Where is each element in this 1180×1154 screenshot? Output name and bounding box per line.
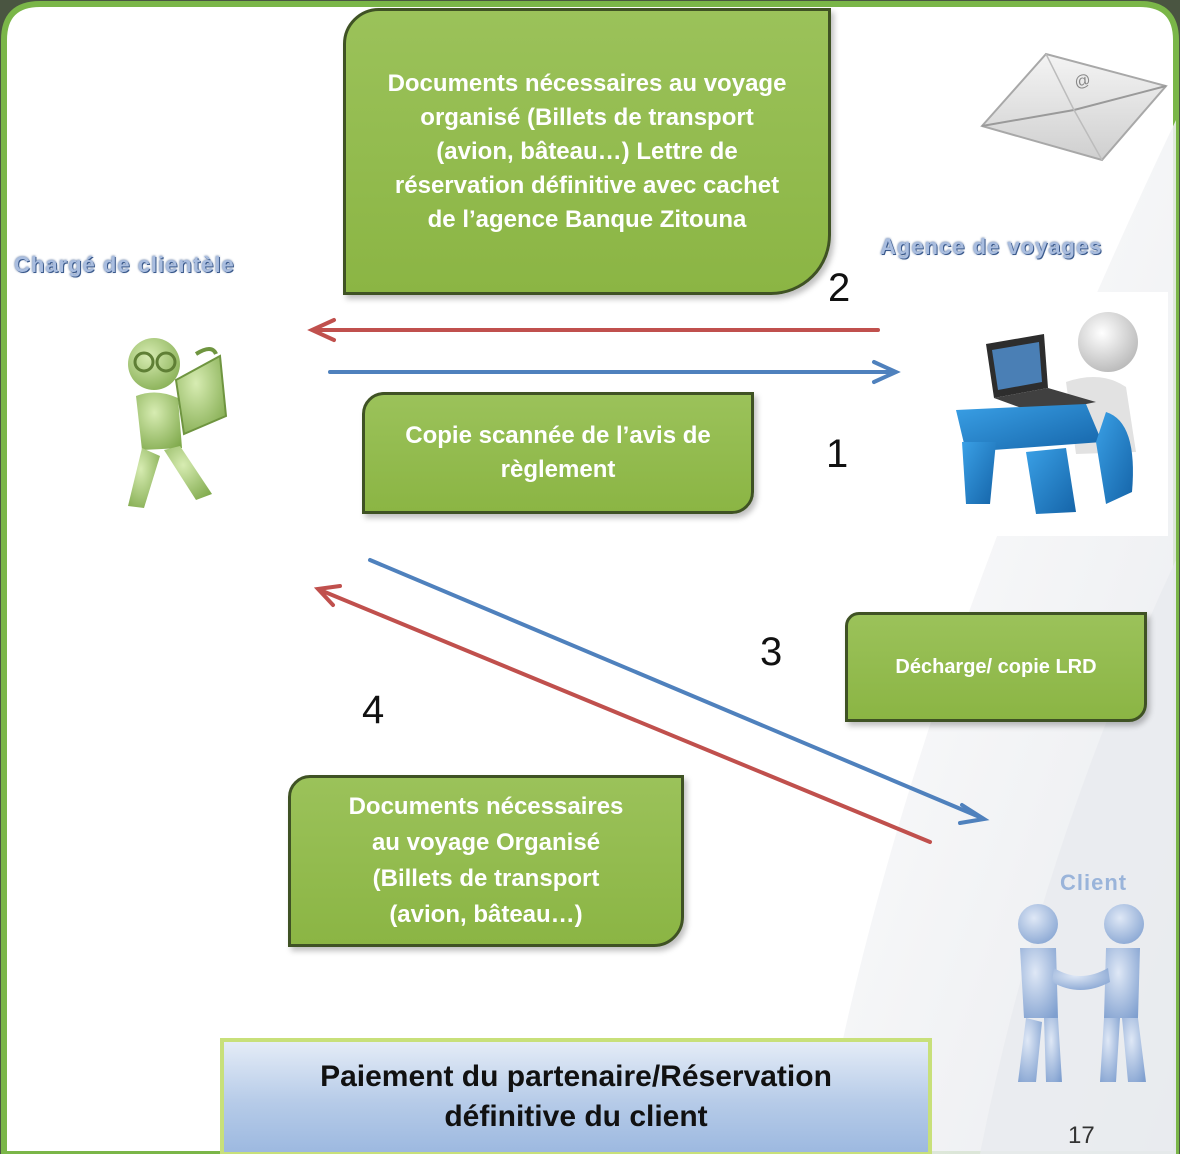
step-4-number: 4 [362,688,385,732]
documents-agence-text: Documents nécessaires au voyage organisé… [387,69,787,233]
page-number: 17 [1068,1122,1095,1149]
slide-title-box: Paiement du partenaire/Réservation défin… [220,1038,932,1154]
documents-client-box: Documents nécessaires au voyage Organisé… [288,775,684,947]
envelope-icon: @ [980,52,1168,162]
role-charge-clientele: Chargé de clientèle [14,252,235,277]
documents-client-text: Documents nécessaires au voyage Organisé… [348,793,624,928]
role-agence-voyages: Agence de voyages [880,234,1103,259]
slide-title: Paiement du partenaire/Réservation défin… [320,1060,832,1133]
step-1-number: 1 [826,432,849,476]
decharge-text: Décharge/ copie LRD [895,655,1097,678]
step-3-number: 3 [760,630,783,674]
documents-agence-box: Documents nécessaires au voyage organisé… [343,8,831,295]
handshake-icon [1018,904,1146,1082]
role-client: Client [1060,870,1128,895]
svg-text:@: @ [1073,71,1093,92]
laptop-user-icon [926,292,1168,536]
reading-person-icon [128,338,228,508]
decharge-box: Décharge/ copie LRD [845,612,1147,722]
copie-scannee-box: Copie scannée de l’avis de règlement [362,392,754,514]
copie-scannee-text: Copie scannée de l’avis de règlement [405,422,711,483]
step-2-number: 2 [828,266,851,310]
